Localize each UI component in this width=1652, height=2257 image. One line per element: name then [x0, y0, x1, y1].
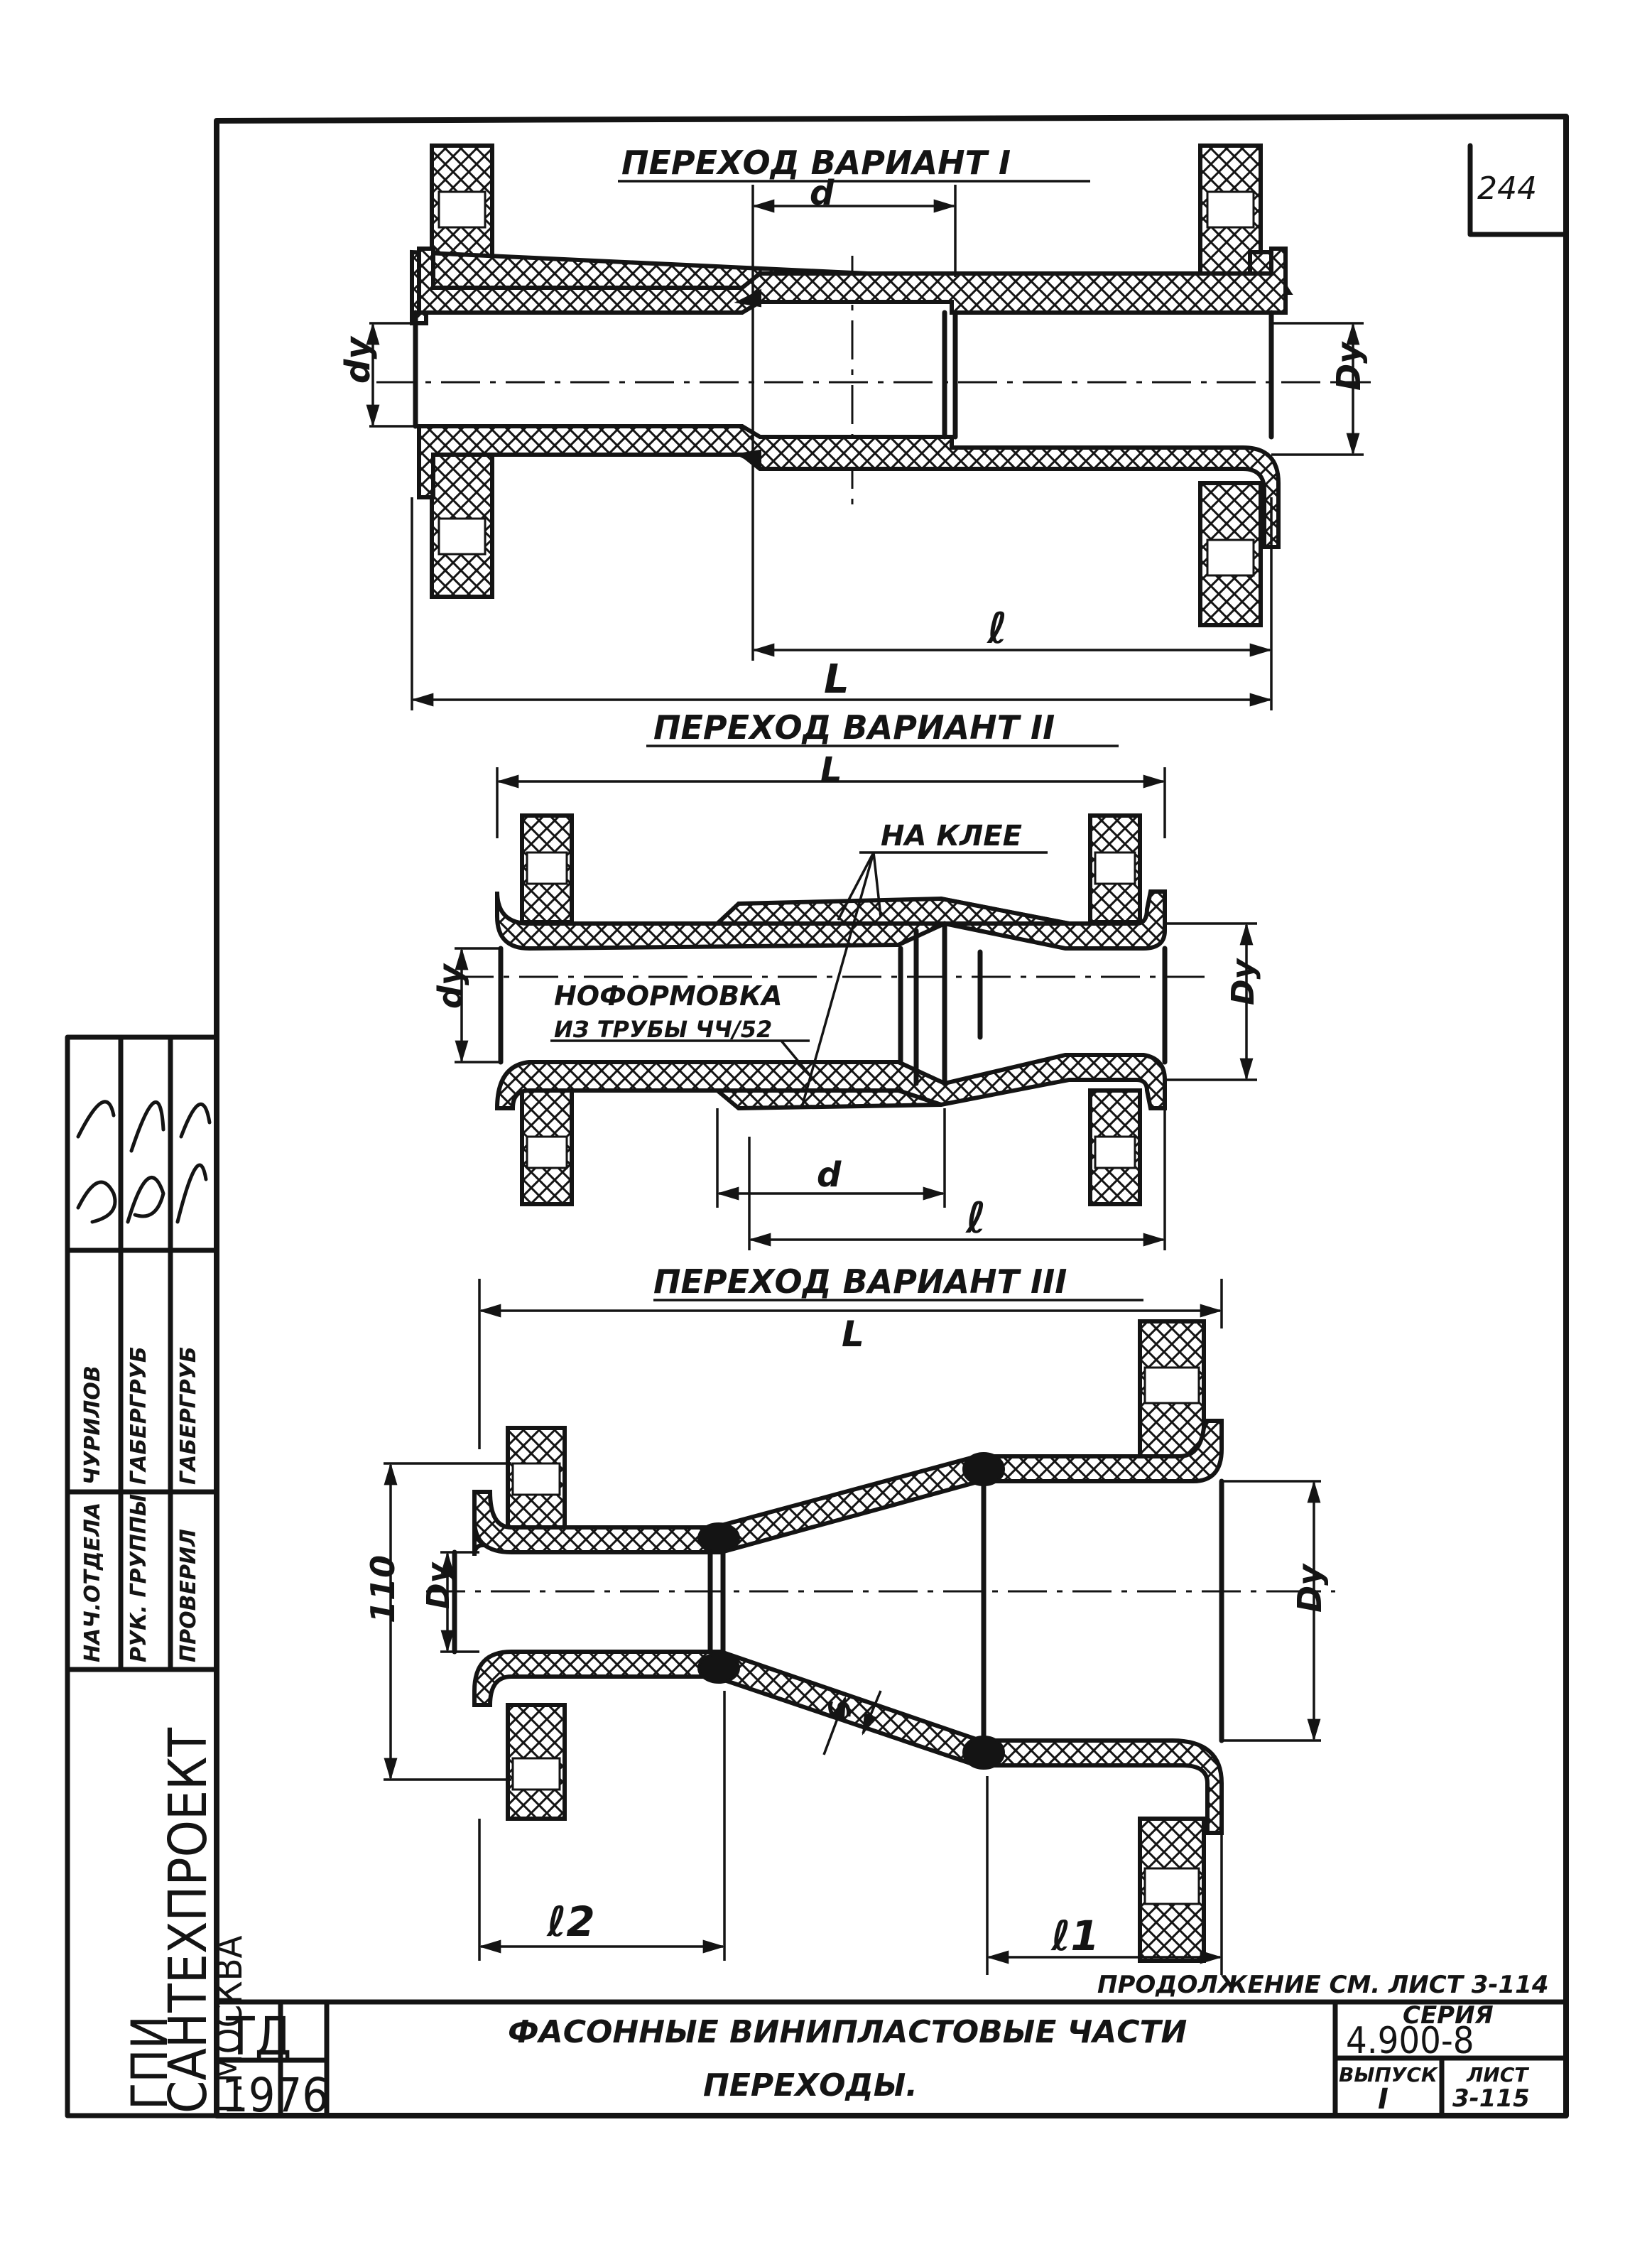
dim-dy-label: dy: [338, 336, 378, 384]
flange: [430, 144, 1263, 627]
issue-value: I: [1378, 2083, 1389, 2116]
dim-dy-label: dy: [431, 963, 469, 1009]
variant-1-title: ПЕРЕХОД ВАРИАНТ I: [621, 144, 1011, 182]
drawing-title-line2: ПЕРЕХОДЫ.: [703, 2067, 918, 2104]
variant-3-title: ПЕРЕХОД ВАРИАНТ III: [653, 1262, 1067, 1301]
role-head: НАЧ.ОТДЕЛА: [80, 1503, 105, 1662]
dim-l2-label: ℓ2: [546, 1898, 595, 1946]
forming-note-line2: ИЗ ТРУБЫ ЧЧ/52: [554, 1016, 772, 1043]
sheet-number: 244: [1477, 171, 1537, 207]
variant-3-drawing: [384, 1279, 1335, 1975]
dim-L-label: L: [824, 656, 849, 703]
title-block: ГПИ САНТЕХПРОЕКТ Г.МОСКВА НАЧ.ОТДЕЛА РУК…: [80, 1346, 1530, 2123]
name-group: ГАБЕРГРУБ: [126, 1346, 151, 1485]
dim-d-label: d: [810, 173, 835, 213]
drawing-frame: [214, 114, 1569, 2118]
drawing-title-line1: ФАСОННЫЕ ВИНИПЛАСТОВЫЕ ЧАСТИ: [508, 2014, 1187, 2050]
dim-Dy-left-label: Dy: [420, 1561, 457, 1609]
variant-1-drawing: [366, 144, 1371, 710]
year: 1976: [222, 2068, 329, 2123]
dim-l-label: ℓ: [965, 1194, 986, 1243]
dim-Dy-label: Dy: [1225, 957, 1261, 1005]
issue-label: ВЫПУСК: [1339, 2063, 1439, 2086]
dim-L-label: L: [820, 750, 842, 790]
variant-3-labels: ПЕРЕХОД ВАРИАНТ III L 110 Dy Dy S ℓ2 ℓ1: [364, 1262, 1329, 1960]
org-line1: ГПИ: [121, 2015, 179, 2110]
org-line3: Г.МОСКВА: [208, 1935, 251, 2113]
org-line2: САНТЕХПРОЕКТ: [158, 1728, 219, 2113]
role-group: РУК. ГРУППЫ: [126, 1494, 151, 1662]
name-head: ЧУРИЛОВ: [80, 1365, 105, 1485]
series-label: СЕРИЯ: [1403, 2001, 1494, 2030]
variant-2-drawing: [455, 745, 1257, 1250]
dim-l1-label: ℓ1: [1050, 1912, 1099, 1960]
dim-110-label: 110: [364, 1555, 402, 1623]
name-check: ГАБЕРГРУБ: [176, 1346, 201, 1485]
variant-2-labels: ПЕРЕХОД ВАРИАНТ II L НА КЛЕЕ НОФОРМОВКА …: [431, 708, 1261, 1243]
glue-note: НА КЛЕЕ: [881, 820, 1022, 853]
forming-note-line1: НОФОРМОВКА: [554, 980, 783, 1012]
dim-Dy-label: Dy: [1330, 341, 1368, 391]
role-check: ПРОВЕРИЛ: [176, 1529, 201, 1662]
sheet-label: ЛИСТ: [1466, 2063, 1529, 2086]
variant-1-labels: ПЕРЕХОД ВАРИАНТ I d dy Dy ℓ L: [338, 144, 1368, 703]
dim-d-label: d: [817, 1155, 842, 1195]
sheet-value: 3-115: [1452, 2084, 1530, 2113]
series-value: 4.900-8: [1346, 2020, 1474, 2062]
dim-Dy-right-label: Dy: [1290, 1563, 1329, 1613]
continuation-note: ПРОДОЛЖЕНИЕ СМ. ЛИСТ 3-114: [1097, 1971, 1548, 1999]
td-mark: ТД: [225, 2006, 292, 2067]
dim-L-label: L: [842, 1314, 864, 1355]
dim-l-label: ℓ: [987, 604, 1007, 654]
signature-stamp: [65, 1034, 219, 2118]
variant-2-title: ПЕРЕХОД ВАРИАНТ II: [653, 708, 1055, 747]
